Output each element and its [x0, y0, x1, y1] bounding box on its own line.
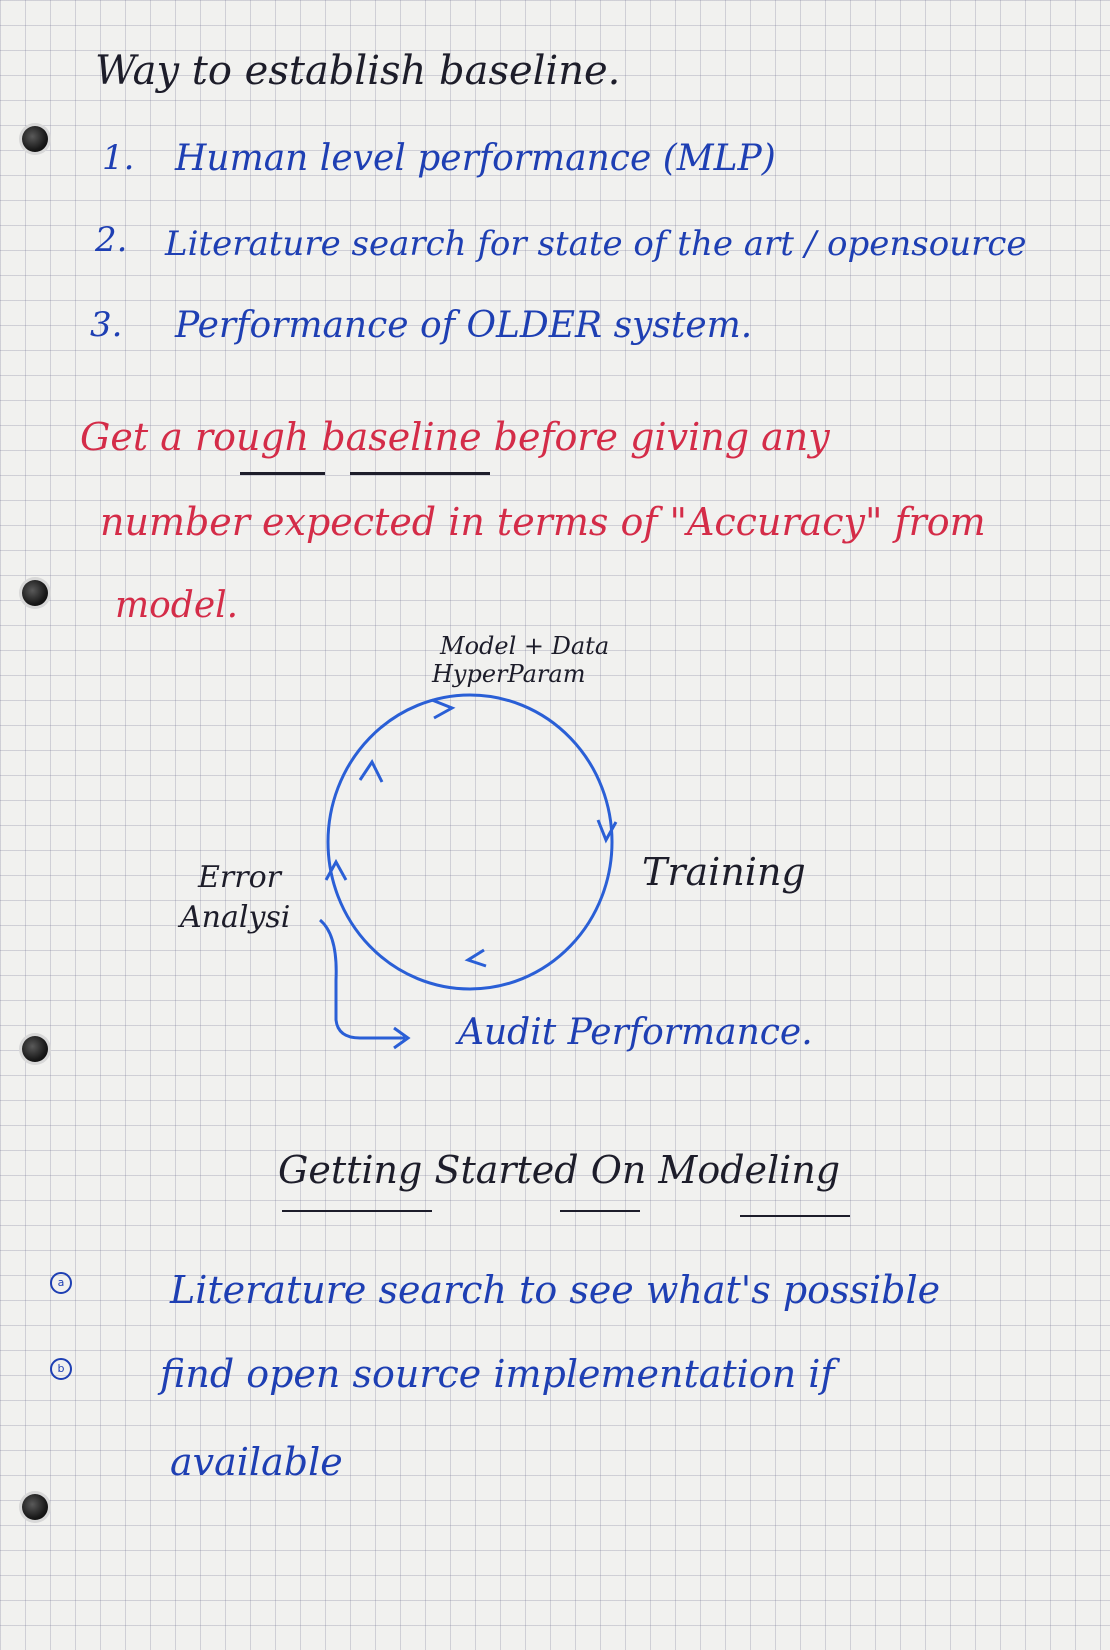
binder-hole [22, 1036, 48, 1062]
cycle-left-label: Error [198, 860, 281, 895]
underline [560, 1210, 640, 1212]
note-line: model. [115, 585, 239, 626]
arrow-head [324, 858, 348, 881]
binder-hole [22, 1494, 48, 1520]
arrow-head [358, 759, 384, 783]
list-item-text: Literature search to see what's possible [170, 1268, 941, 1312]
arrow-head [596, 819, 618, 844]
list-item-text: Performance of OLDER system. [175, 305, 753, 346]
list-number: 2. [95, 220, 128, 260]
underline [240, 472, 325, 475]
list-number: 3. [90, 305, 123, 345]
bullet-icon: a [50, 1272, 72, 1294]
underline [740, 1215, 850, 1217]
cycle-loop [326, 693, 614, 991]
bullet-icon: b [50, 1358, 72, 1380]
binder-hole [22, 580, 48, 606]
cycle-left-label: Analysi [180, 900, 291, 935]
underline [282, 1210, 432, 1212]
list-item-text: find open source implementation if [160, 1352, 835, 1396]
cycle-top-label: Model + Data [440, 632, 610, 660]
page-heading: Way to establish baseline. [95, 48, 621, 94]
cycle-top-label: HyperParam [432, 660, 586, 688]
underline [350, 472, 490, 475]
list-item-text: available [170, 1440, 343, 1484]
arrow-head [431, 698, 456, 720]
section-title: Getting Started On Modeling [278, 1148, 841, 1192]
list-number: 1. [102, 138, 135, 178]
arrow-head [464, 948, 487, 968]
cycle-right-label: Training [642, 850, 806, 894]
note-line: Get a rough baseline before giving any [80, 415, 830, 459]
branch-arrow [318, 918, 405, 1040]
list-item-text: Human level performance (MLP) [175, 138, 776, 179]
arrow-head [393, 1026, 411, 1050]
cycle-bottom-label: Audit Performance. [458, 1012, 813, 1053]
note-line: number expected in terms of "Accuracy" f… [100, 500, 986, 544]
list-item-text: Literature search for state of the art /… [165, 224, 1027, 264]
binder-hole [22, 126, 48, 152]
